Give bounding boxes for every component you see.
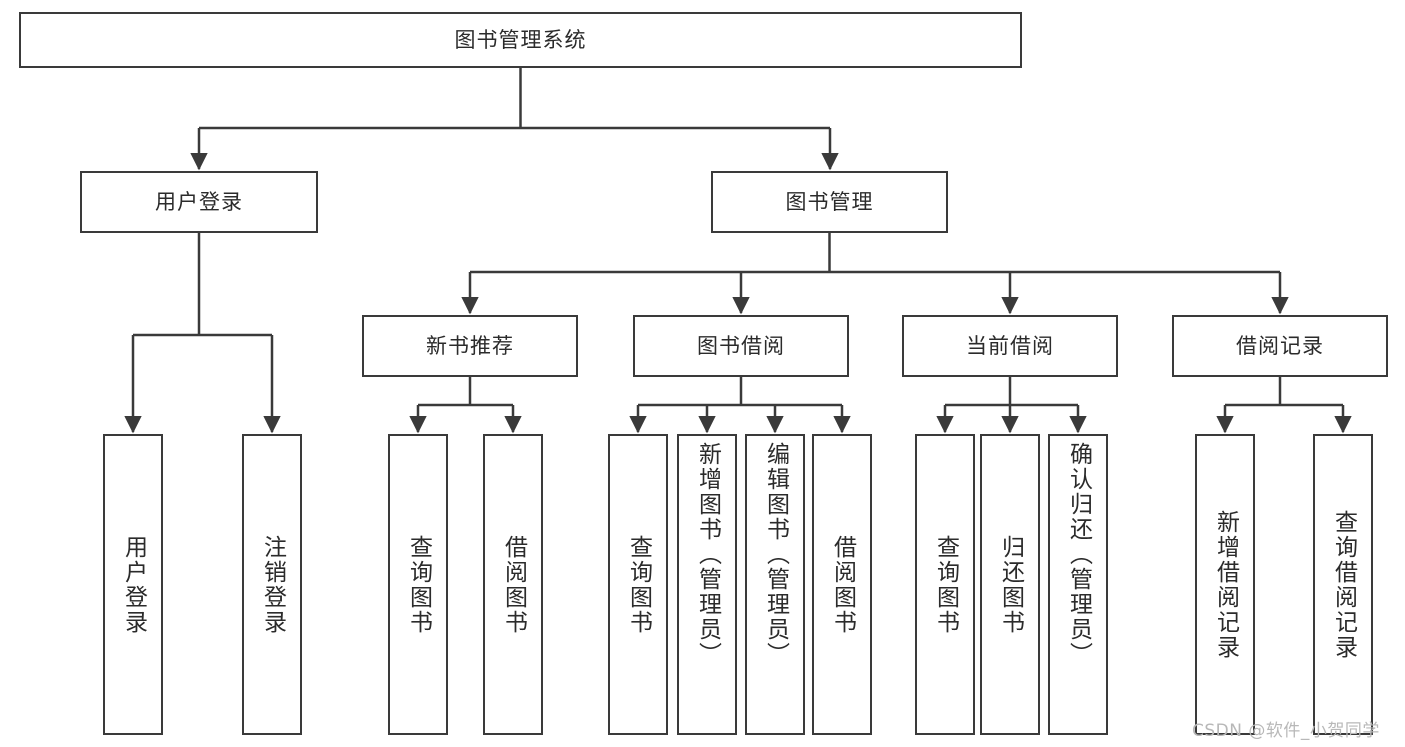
node-leaf-query-book-borrow[interactable]: 查询图书 [608, 434, 668, 735]
node-leaf-query-book-borrow-label: 查询图书 [625, 534, 652, 635]
node-leaf-return-book[interactable]: 归还图书 [980, 434, 1040, 735]
node-leaf-user-login[interactable]: 用户登录 [103, 434, 163, 735]
node-borrow-record[interactable]: 借阅记录 [1172, 315, 1388, 377]
node-leaf-user-login-label: 用户登录 [120, 534, 147, 635]
node-book-manage-label: 图书管理 [785, 189, 874, 214]
node-leaf-user-logout[interactable]: 注销登录 [242, 434, 302, 735]
node-leaf-borrow-book-label: 借阅图书 [829, 534, 856, 635]
node-leaf-query-borrow-record-label: 查询借阅记录 [1330, 509, 1357, 660]
node-current-borrow[interactable]: 当前借阅 [902, 315, 1118, 377]
node-leaf-edit-book[interactable]: 编辑图书（管理员） [745, 434, 805, 735]
node-leaf-query-borrow-record[interactable]: 查询借阅记录 [1313, 434, 1373, 735]
node-leaf-return-book-label: 归还图书 [997, 534, 1024, 635]
node-leaf-query-book-rec[interactable]: 查询图书 [388, 434, 448, 735]
node-new-book-recommend-label: 新书推荐 [426, 333, 514, 358]
node-root[interactable]: 图书管理系统 [19, 12, 1022, 68]
node-user-login-label: 用户登录 [155, 189, 243, 214]
node-book-manage[interactable]: 图书管理 [711, 171, 948, 233]
node-leaf-add-borrow-record[interactable]: 新增借阅记录 [1195, 434, 1255, 735]
node-leaf-add-borrow-record-label: 新增借阅记录 [1212, 509, 1239, 660]
node-leaf-borrow-book-rec[interactable]: 借阅图书 [483, 434, 543, 735]
node-leaf-query-book-rec-label: 查询图书 [405, 534, 432, 635]
node-leaf-query-book-cur-label: 查询图书 [932, 534, 959, 635]
node-leaf-add-book-label: 新增图书（管理员） [694, 442, 721, 667]
node-leaf-confirm-return-label: 确认归还（管理员） [1065, 442, 1092, 667]
node-leaf-borrow-book-rec-label: 借阅图书 [500, 534, 527, 635]
node-leaf-confirm-return[interactable]: 确认归还（管理员） [1048, 434, 1108, 735]
node-leaf-borrow-book[interactable]: 借阅图书 [812, 434, 872, 735]
node-current-borrow-label: 当前借阅 [966, 333, 1054, 358]
node-leaf-user-logout-label: 注销登录 [259, 534, 286, 635]
node-leaf-query-book-cur[interactable]: 查询图书 [915, 434, 975, 735]
node-book-borrow[interactable]: 图书借阅 [633, 315, 849, 377]
node-new-book-recommend[interactable]: 新书推荐 [362, 315, 578, 377]
node-user-login[interactable]: 用户登录 [80, 171, 318, 233]
node-book-borrow-label: 图书借阅 [697, 333, 785, 358]
csdn-watermark: CSDN @软件_小贺同学 [1192, 721, 1380, 741]
node-borrow-record-label: 借阅记录 [1236, 333, 1324, 358]
node-leaf-edit-book-label: 编辑图书（管理员） [762, 442, 789, 667]
node-root-label: 图书管理系统 [454, 27, 587, 52]
node-leaf-add-book[interactable]: 新增图书（管理员） [677, 434, 737, 735]
